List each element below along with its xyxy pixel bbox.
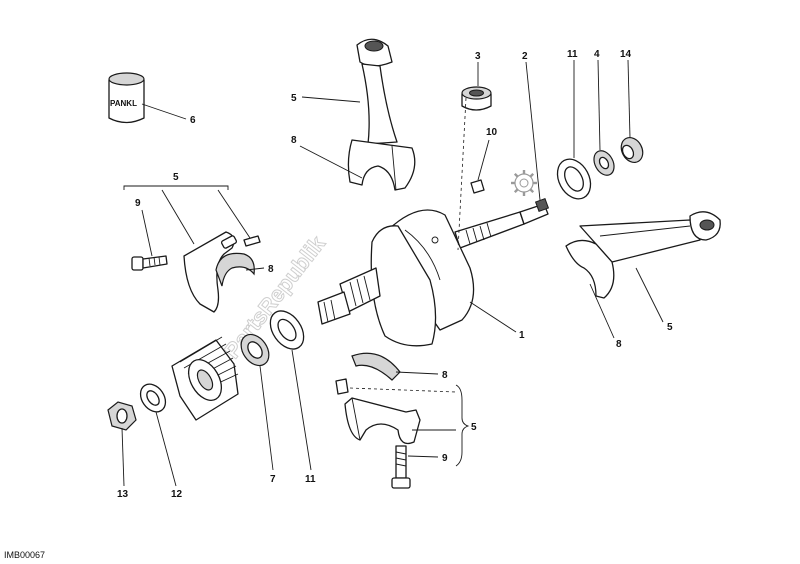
leader-lines <box>121 59 664 487</box>
reference-code: IMB00067 <box>4 550 45 560</box>
pin-icon[interactable] <box>335 378 349 395</box>
pin-icon[interactable] <box>243 235 261 247</box>
callout-6: 6 <box>190 115 196 126</box>
bearing-cap-icon[interactable] <box>344 397 421 445</box>
bushing-icon[interactable] <box>461 86 492 111</box>
crankshaft-icon[interactable] <box>317 197 550 347</box>
callout-10: 10 <box>486 127 498 138</box>
washer-icon[interactable] <box>235 329 274 371</box>
callout-labels: 6 5 8 3 2 11 4 14 10 5 9 8 1 8 5 8 5 9 1… <box>117 49 673 500</box>
callout-8-left-shell: 8 <box>268 264 274 275</box>
washer-icon[interactable] <box>551 153 597 204</box>
can-icon[interactable]: PANKL <box>108 72 145 124</box>
can-brand-label: PANKL <box>110 99 137 108</box>
callout-11-top: 11 <box>567 49 578 60</box>
callout-11-bottom: 11 <box>305 474 316 485</box>
spacer-ring-icon[interactable] <box>590 147 618 178</box>
nut-icon[interactable] <box>107 401 137 431</box>
callout-8-bottom-shell: 8 <box>442 370 448 381</box>
callout-5-left-group: 5 <box>173 172 179 183</box>
callout-5-bottom-group: 5 <box>471 422 477 433</box>
callout-4: 4 <box>594 49 600 60</box>
watermark: PartsRepublik <box>219 230 331 364</box>
pin-icon[interactable] <box>470 179 485 194</box>
callout-13: 13 <box>117 489 129 500</box>
bolt-icon[interactable] <box>391 445 411 489</box>
gear-watermark-icon <box>511 170 537 196</box>
callout-9-left: 9 <box>135 198 141 209</box>
callout-5-top-rod: 5 <box>291 93 297 104</box>
callout-14: 14 <box>620 49 632 60</box>
callout-5-right-rod: 5 <box>667 322 673 333</box>
gear-icon[interactable] <box>171 336 239 421</box>
callout-7: 7 <box>270 474 276 485</box>
washer-icon[interactable] <box>135 379 170 416</box>
callout-12: 12 <box>171 489 183 500</box>
callout-1: 1 <box>519 330 525 341</box>
bolt-icon[interactable] <box>131 255 168 271</box>
callout-8-top-rod: 8 <box>291 135 297 146</box>
connecting-rod-icon[interactable] <box>347 38 416 191</box>
bearing-shell-icon[interactable] <box>351 352 401 381</box>
washer-icon[interactable] <box>263 305 310 355</box>
bearing-shell-icon[interactable] <box>215 252 255 287</box>
callout-8-right-rod: 8 <box>616 339 622 350</box>
callout-9-bottom: 9 <box>442 453 448 464</box>
nut-icon[interactable] <box>617 134 647 166</box>
watermark-text: PartsRepublik <box>219 231 330 364</box>
bearing-cap-icon[interactable] <box>183 231 238 313</box>
callout-2: 2 <box>522 51 528 62</box>
callout-3: 3 <box>475 51 481 62</box>
connecting-rod-icon[interactable] <box>565 211 721 299</box>
